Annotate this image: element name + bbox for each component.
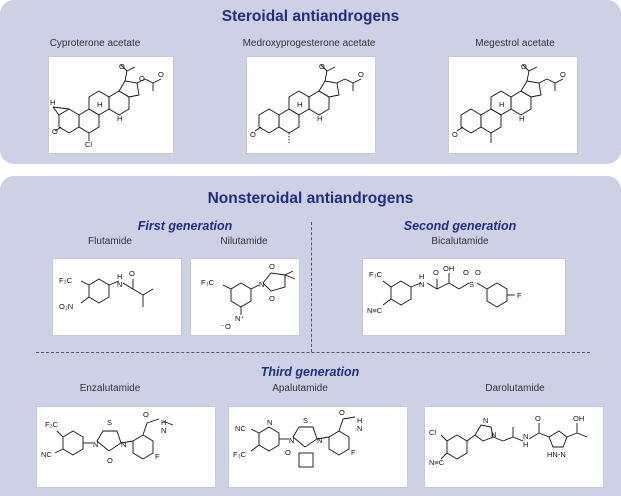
svg-text:N: N	[121, 440, 126, 449]
nonsteroidal-title: Nonsteroidal antiandrogens	[207, 190, 414, 207]
structure-bicalutamide: F₃C N≡C H N O OH S O O F	[362, 258, 566, 336]
generation-divider-horizontal	[36, 352, 590, 353]
svg-text:H: H	[117, 114, 122, 123]
structure-megestrol-acetate: O H H O O	[448, 56, 578, 154]
label-nilutamide: Nilutamide	[220, 236, 268, 247]
svg-text:S: S	[469, 280, 474, 289]
structure-enzalutamide: F₃C NC N S O N F O H N	[36, 406, 216, 488]
first-generation-title: First generation	[137, 219, 233, 233]
svg-text:N: N	[161, 426, 166, 435]
svg-text:H: H	[50, 98, 55, 107]
third-generation-title: Third generation	[260, 365, 360, 379]
svg-text:O: O	[339, 408, 345, 417]
svg-text:O: O	[119, 62, 125, 71]
svg-text:F₃C: F₃C	[45, 420, 59, 429]
svg-text:O: O	[560, 70, 566, 79]
svg-text:O: O	[250, 130, 256, 139]
label-bicalutamide: Bicalutamide	[431, 236, 489, 247]
svg-text:H: H	[97, 100, 102, 109]
svg-text:O: O	[143, 410, 149, 419]
svg-text:F: F	[155, 452, 160, 461]
svg-text:N: N	[419, 280, 424, 289]
svg-text:H: H	[499, 100, 504, 109]
svg-text:N: N	[267, 418, 272, 427]
label-medroxyprogesterone-acetate: Medroxyprogesterone acetate	[242, 38, 376, 49]
label-apalutamide: Apalutamide	[272, 383, 328, 394]
svg-text:F₃C: F₃C	[59, 276, 73, 285]
svg-text:H: H	[161, 418, 166, 427]
label-megestrol-acetate: Megestrol acetate	[475, 38, 555, 49]
svg-text:F₃C: F₃C	[369, 270, 383, 279]
svg-text:N: N	[491, 430, 496, 439]
structure-medroxyprogesterone-acetate: O H H O O	[246, 56, 376, 154]
svg-text:N: N	[483, 416, 488, 425]
svg-text:Cl: Cl	[429, 428, 436, 437]
svg-text:O: O	[139, 74, 145, 83]
svg-text:O: O	[269, 262, 275, 271]
svg-text:HN-N: HN-N	[547, 450, 566, 459]
svg-text:N: N	[93, 440, 98, 449]
label-enzalutamide: Enzalutamide	[79, 383, 141, 394]
svg-text:H: H	[317, 114, 322, 123]
svg-text:N: N	[523, 432, 528, 441]
svg-text:F: F	[517, 291, 522, 300]
svg-text:H: H	[117, 272, 122, 281]
svg-text:N: N	[317, 436, 322, 445]
second-generation-title: Second generation	[403, 219, 517, 233]
svg-text:N≡C: N≡C	[429, 458, 445, 467]
svg-text:O: O	[463, 268, 469, 277]
svg-text:O: O	[319, 62, 325, 71]
svg-text:Cl: Cl	[85, 140, 92, 149]
svg-text:OH: OH	[443, 264, 454, 273]
svg-text:O: O	[452, 130, 458, 139]
svg-text:N⁺: N⁺	[235, 314, 244, 323]
svg-text:H: H	[419, 272, 424, 281]
svg-text:N: N	[289, 436, 294, 445]
svg-text:NC: NC	[235, 424, 246, 433]
svg-text:O: O	[475, 268, 481, 277]
label-darolutamide: Darolutamide	[485, 383, 545, 394]
svg-text:OH: OH	[573, 414, 584, 423]
svg-text:O: O	[269, 294, 275, 303]
svg-text:H: H	[357, 416, 362, 425]
svg-text:F₃C: F₃C	[201, 278, 215, 287]
structure-nilutamide: F₃C N⁺ ⁻O N O O	[190, 258, 300, 336]
svg-text:O: O	[158, 70, 164, 79]
steroidal-title: Steroidal antiandrogens	[221, 8, 400, 25]
svg-text:N≡C: N≡C	[367, 306, 383, 315]
svg-text:O: O	[535, 414, 541, 423]
svg-text:F₃C: F₃C	[233, 450, 247, 459]
label-cyproterone-acetate: Cyproterone acetate	[49, 38, 141, 49]
svg-text:H: H	[523, 440, 528, 449]
structure-cyproterone-acetate: O Cl O H H H O O	[48, 56, 174, 154]
svg-text:NC: NC	[41, 450, 52, 459]
generation-divider-vertical	[311, 222, 312, 352]
svg-text:O: O	[107, 456, 113, 465]
structure-apalutamide: NC F₃C N N S O N F O H N	[228, 406, 408, 488]
svg-text:O: O	[52, 127, 58, 136]
svg-text:O: O	[433, 268, 439, 277]
svg-text:H: H	[297, 100, 302, 109]
svg-text:H: H	[519, 114, 524, 123]
svg-text:N: N	[117, 280, 122, 289]
svg-text:N: N	[357, 424, 362, 433]
svg-text:⁻O: ⁻O	[221, 322, 231, 331]
svg-text:O₂N: O₂N	[59, 302, 73, 311]
svg-text:N: N	[259, 280, 264, 289]
structure-darolutamide: Cl N≡C N N H N O HN-N OH	[424, 406, 604, 488]
label-flutamide: Flutamide	[88, 236, 132, 247]
structure-flutamide: F₃C O₂N H N O	[52, 258, 182, 336]
svg-text:O: O	[285, 448, 291, 457]
svg-text:F: F	[351, 448, 356, 457]
svg-text:S: S	[107, 418, 112, 427]
svg-text:O: O	[358, 70, 364, 79]
svg-text:S: S	[303, 416, 308, 425]
svg-text:O: O	[521, 62, 527, 71]
svg-text:O: O	[129, 269, 135, 278]
